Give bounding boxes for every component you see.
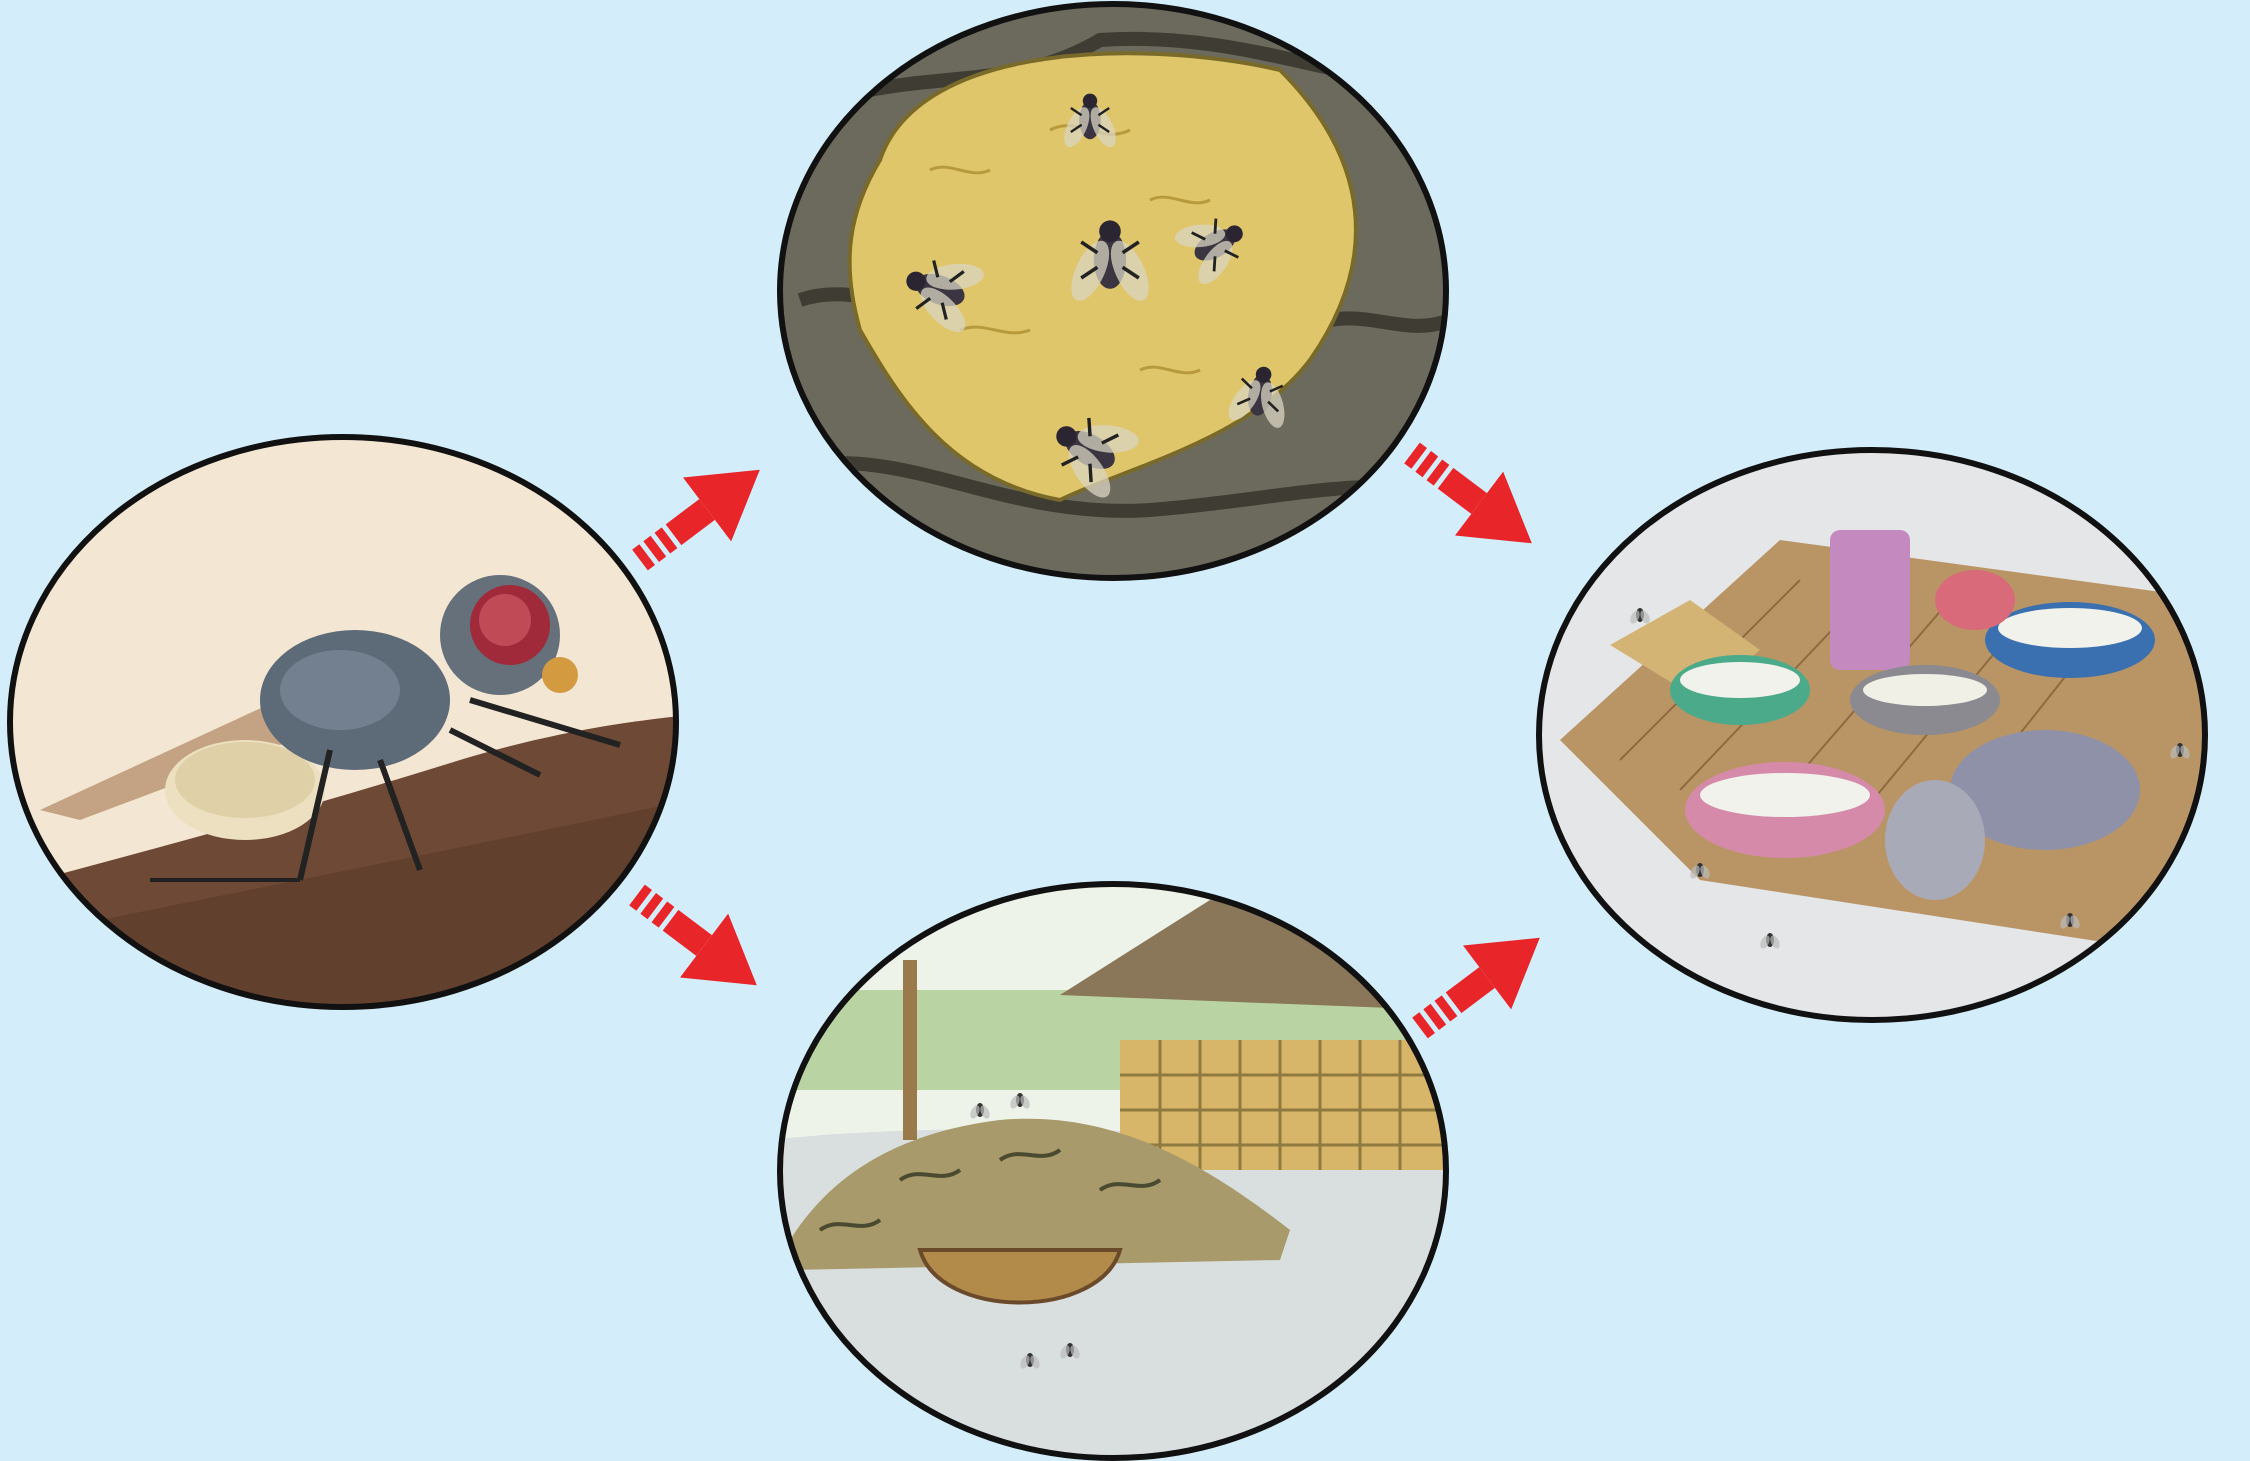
fly-transmission-diagram [0, 0, 2250, 1461]
